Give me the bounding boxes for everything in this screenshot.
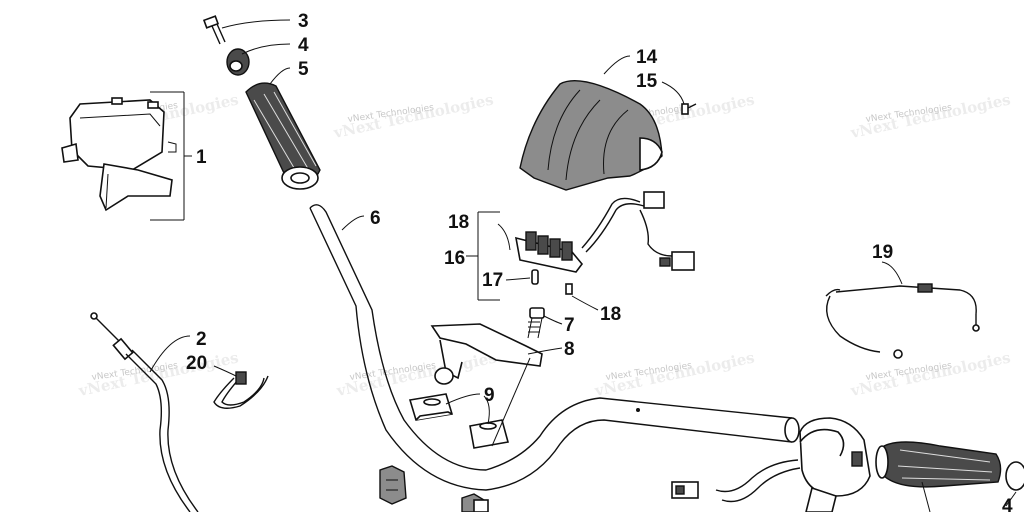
part-grip-plug [226,48,250,76]
part-switch-assembly [514,191,695,273]
part-right-switch-housing [671,417,871,512]
part-bolt [527,307,545,339]
part-switch-pin [531,269,539,285]
callout-9: 9 [484,385,495,406]
part-left-grip [245,82,321,190]
part-cable-strap [213,371,269,409]
part-mount-bracket [430,323,543,385]
part-brake-cable [825,283,980,359]
callout-labels: 3 4 5 1 14 15 6 18 16 17 18 7 8 9 2 20 1… [186,11,1013,512]
callout-4-right: 4 [1002,496,1013,512]
callout-16: 16 [444,248,465,269]
callout-20: 20 [186,353,207,374]
callout-2: 2 [196,329,207,350]
part-master-cylinder [61,97,177,212]
callout-7: 7 [564,315,575,336]
part-right-grip [875,441,1002,488]
callout-6: 6 [370,208,381,229]
callout-18-upper: 18 [448,212,469,233]
callout-17: 17 [482,270,503,291]
callout-5: 5 [298,59,309,80]
part-handlebar-clamp [408,393,510,449]
part-handlebar [309,204,800,491]
callout-14: 14 [636,47,658,68]
part-throttle-cable [90,312,199,512]
callout-1: 1 [196,147,207,168]
callout-19: 19 [872,242,893,263]
callout-18-lower: 18 [600,304,621,325]
callout-15: 15 [636,71,658,92]
part-screw [202,15,226,45]
callout-3: 3 [298,11,309,32]
part-right-grip-plug [1005,461,1024,491]
part-lower-clamp [379,465,489,512]
part-cover-screw [681,103,697,115]
part-handlebar-cover [519,80,663,191]
callout-4: 4 [298,35,309,56]
callout-8: 8 [564,339,575,360]
part-switch-screw [565,283,573,295]
